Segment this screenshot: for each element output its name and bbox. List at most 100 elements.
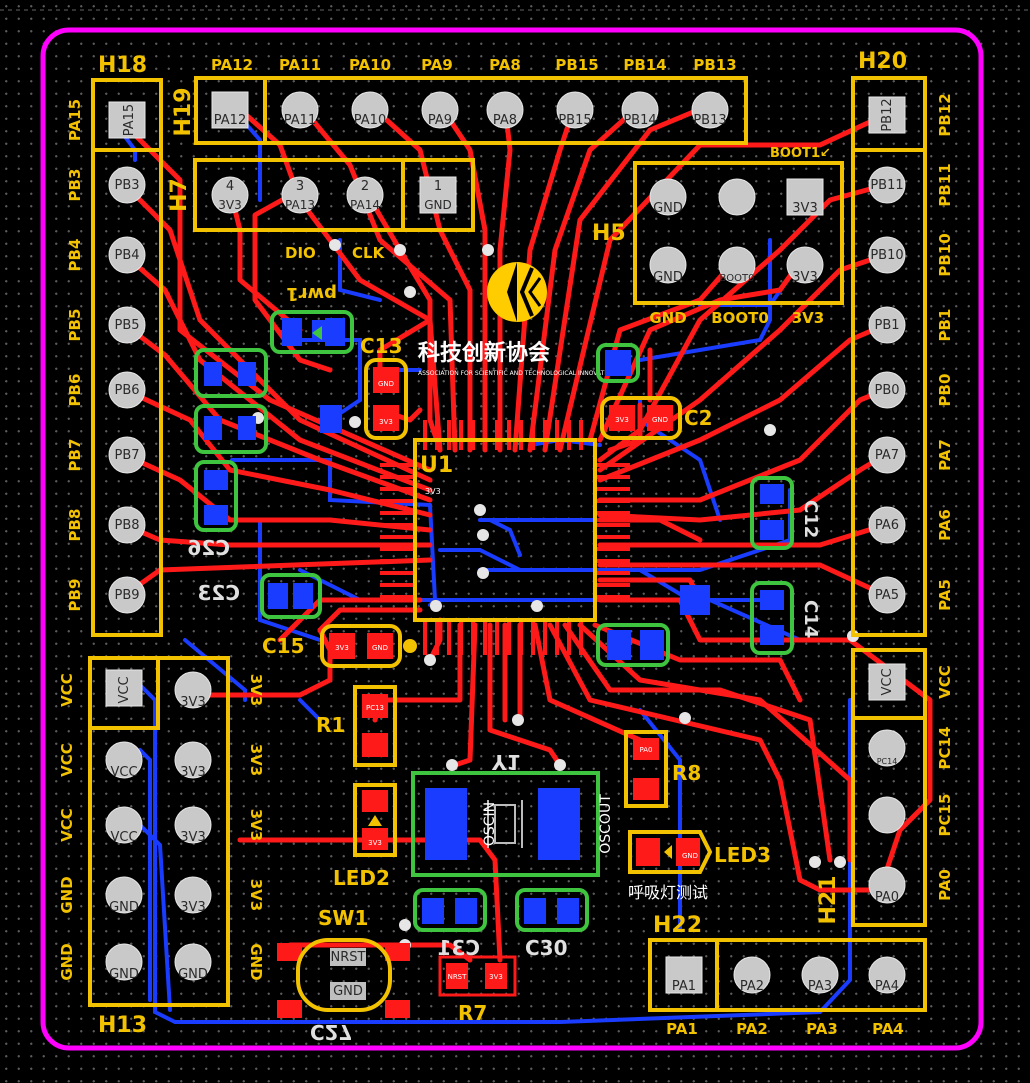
c13: GND 3V3 C13 — [360, 334, 408, 440]
h20-outline — [851, 76, 927, 637]
h18-pad-4: PB5 — [114, 318, 139, 333]
h7-outline — [193, 158, 475, 232]
h18-label-5: PB6 — [66, 374, 84, 407]
h13-right-label-5: GND — [247, 943, 265, 980]
sw1-pad-2-label: GND — [333, 984, 363, 999]
h20-name: H20 — [858, 49, 907, 74]
crystal-y1: OSCIN OSCOUT — [411, 771, 614, 877]
c15: 3V3 GND C15 — [262, 624, 417, 668]
h18-pad-7: PB8 — [114, 518, 139, 533]
h5-pad-top-1: GND — [653, 201, 683, 216]
c30-label: C30 — [525, 936, 568, 960]
header-h20: H20 PB12 PB11 PB10 PB1 PB0 PA7 PA6 PA5 P… — [851, 49, 954, 637]
led3-label: LED3 — [714, 843, 771, 867]
c13-label: C13 — [360, 334, 403, 358]
h7-pad-4: GND — [424, 198, 452, 212]
h21-label-1: VCC — [936, 665, 954, 699]
h18-pad-1: PA15 — [122, 104, 137, 136]
h5-pad-top-3: 3V3 — [792, 201, 817, 216]
h13-pad-7: GND — [109, 900, 139, 915]
c2: 3V3 GND C2 — [600, 396, 713, 440]
h22-outline — [648, 938, 927, 1012]
c13-pad-2-label: 3V3 — [379, 418, 393, 426]
h7-pad-3: PA14 — [350, 198, 380, 212]
h7-pad-num-3: 2 — [361, 179, 369, 194]
h19-pad-2: PA11 — [284, 113, 316, 128]
h18-label-1: PA15 — [66, 99, 84, 141]
h7-pad-1: 3V3 — [218, 198, 241, 212]
h5-pad-bottom-1: GND — [653, 270, 683, 285]
c23-label: C23 — [197, 581, 240, 605]
h18-pads — [108, 101, 146, 614]
h5-pad-bottom-3: 3V3 — [792, 270, 817, 285]
h5-outline — [633, 161, 844, 305]
h13-pad-1: VCC — [117, 676, 132, 703]
h18-pad-2: PB3 — [114, 178, 139, 193]
h5-label-boot0: BOOT0 — [711, 309, 769, 327]
r1: PC13 R1 — [316, 685, 397, 767]
h19-pad-1: PA12 — [214, 113, 246, 128]
h13-name: H13 — [98, 1013, 147, 1038]
h13-left-label-3: VCC — [58, 808, 76, 842]
h13-pad-10: GND — [178, 967, 208, 982]
c15-pad-1-label: 3V3 — [335, 644, 349, 652]
u1-body-outline — [413, 438, 597, 622]
h7-pad-num-1: 4 — [226, 179, 234, 194]
h19-outline — [194, 76, 748, 145]
h22-label-1: PA1 — [666, 1020, 698, 1038]
u1-pad-label: 3V3 — [425, 487, 441, 496]
osc-in-label: OSCIN — [482, 802, 498, 846]
h20-label-7: PA6 — [936, 509, 954, 541]
h18-label-6: PB7 — [66, 439, 84, 472]
h20-pad-2: PB11 — [870, 178, 903, 193]
h7-clk-label: CLK — [352, 244, 386, 262]
h13-pads — [105, 669, 212, 981]
h19-label-2: PA11 — [279, 56, 321, 74]
h19-label-1: PA12 — [211, 56, 253, 74]
h5-label-gnd: GND — [649, 309, 686, 327]
h19-pads — [211, 91, 729, 129]
h19-pad-8: PB13 — [693, 113, 726, 128]
h21-name: H21 — [816, 875, 841, 924]
h13-pad-8: 3V3 — [180, 900, 205, 915]
c2-pad-1-label: 3V3 — [615, 416, 629, 424]
h18-pad-5: PB6 — [114, 383, 139, 398]
h20-label-3: PB10 — [936, 233, 954, 276]
h19-label-8: PB13 — [693, 56, 736, 74]
led2: 3V3 LED2 — [333, 783, 397, 890]
h22-label-2: PA2 — [736, 1020, 768, 1038]
h19-pad-5: PA8 — [493, 113, 517, 128]
h18-pad-6: PB7 — [114, 448, 139, 463]
h22-pad-1: PA1 — [672, 979, 696, 994]
h7-dio-label: DIO — [285, 244, 316, 262]
h7-pad-num-4: 1 — [434, 179, 442, 194]
h20-pad-6: PA7 — [875, 448, 899, 463]
h18-pad-3: PB4 — [114, 248, 139, 263]
osc-out-label: OSCOUT — [598, 794, 614, 854]
c15-label: C15 — [262, 634, 305, 658]
h13-right-label-3: 3V3 — [247, 809, 265, 841]
h7-name: H7 — [167, 178, 192, 212]
switch-sw1: NRST GND SW1 — [277, 906, 410, 1018]
c14-label: C14 — [800, 600, 821, 638]
breath-led-test-label: 呼吸灯测试 — [628, 883, 708, 902]
r8-label: R8 — [672, 761, 701, 785]
board-outline — [40, 27, 984, 1051]
h20-label-5: PB0 — [936, 374, 954, 407]
header-h7: H7 4 3 2 1 3V3 PA13 PA14 GND DIO CLK — [167, 158, 475, 262]
h20-label-4: PB1 — [936, 309, 954, 342]
h18-label-4: PB5 — [66, 309, 84, 342]
u1-pins — [380, 420, 630, 655]
h7-pads — [211, 176, 457, 214]
bottom-silk-labels: C26 C23 C31 C30 C27 C14 C12 Y1 — [187, 500, 821, 1044]
h22-pads — [665, 956, 906, 994]
h7-pad-2: PA13 — [285, 198, 315, 212]
led3-pad-label: GND — [682, 852, 698, 860]
h13-right-label-4: 3V3 — [247, 879, 265, 911]
h18-label-8: PB9 — [66, 579, 84, 612]
h22-label-3: PA3 — [806, 1020, 838, 1038]
h22-pad-4: PA4 — [875, 979, 899, 994]
r8: PA0 R8 — [624, 730, 701, 808]
h21-pad-1: VCC — [880, 668, 895, 695]
